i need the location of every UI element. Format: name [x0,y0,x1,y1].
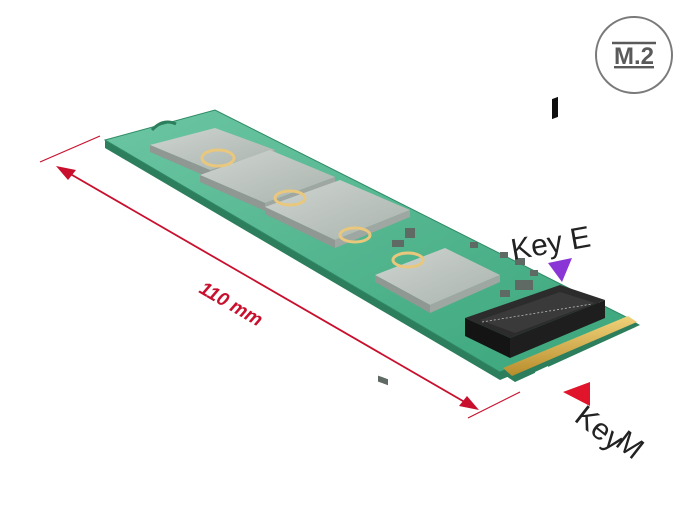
badge-label: M.2 [614,43,654,70]
key-m-callout: Key M [563,382,650,466]
standoff-pads [200,148,425,269]
badge-circle [595,16,673,94]
m2-badge: M.2 [595,16,673,94]
key-e-marker-icon [548,258,572,282]
key-m-marker-icon [563,382,590,406]
mounting-notch [150,120,177,132]
dimension-label: 110 mm [196,278,267,331]
gold-edge-connector [500,316,640,384]
chip-4 [375,248,500,313]
m2-socket [465,96,605,358]
smd-components [378,228,538,386]
key-e-label: Key E [508,220,593,266]
